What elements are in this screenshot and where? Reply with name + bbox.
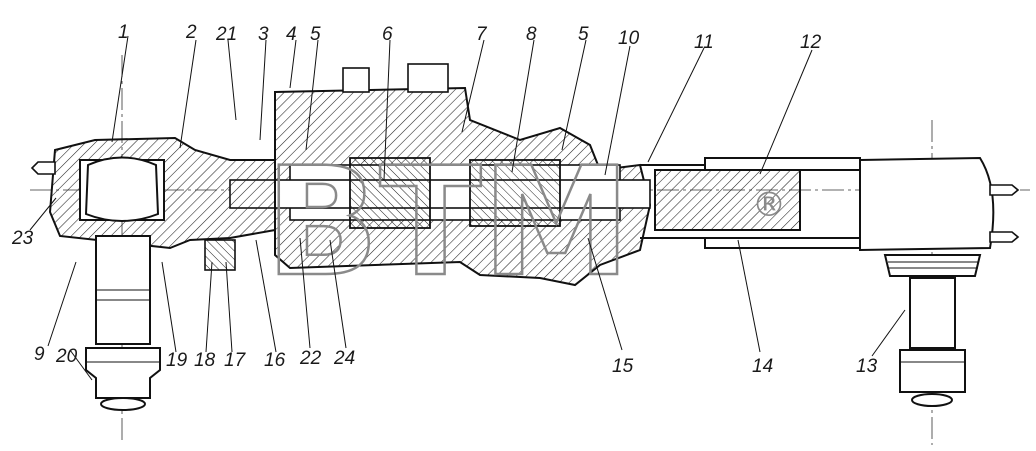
label-5-right: 5 — [578, 24, 589, 45]
label-17: 17 — [224, 350, 247, 371]
label-2: 2 — [185, 22, 197, 43]
label-24: 24 — [333, 348, 355, 369]
right-tie-rod — [640, 157, 861, 249]
grease-fittings-right — [989, 184, 1020, 243]
piston — [349, 157, 431, 229]
label-9: 9 — [34, 344, 45, 365]
label-16: 16 — [264, 350, 286, 371]
label-23: 23 — [11, 228, 34, 249]
label-3: 3 — [258, 24, 269, 45]
label-8: 8 — [526, 24, 537, 45]
label-20: 20 — [55, 346, 78, 367]
top-boss-right — [407, 63, 449, 93]
label-15: 15 — [612, 356, 634, 377]
top-boss-left — [342, 67, 370, 93]
right-tie-rod-end — [859, 156, 995, 407]
label-14: 14 — [752, 356, 773, 377]
label-7: 7 — [476, 24, 488, 45]
label-22: 22 — [299, 348, 322, 369]
label-13: 13 — [856, 356, 878, 377]
label-10: 10 — [618, 28, 640, 49]
piston-rod — [229, 179, 651, 209]
label-18: 18 — [194, 350, 216, 371]
label-19: 19 — [166, 350, 188, 371]
left-tie-rod-end — [48, 136, 276, 411]
part-number-labels: 1 2 21 3 4 5 6 7 8 5 10 11 12 23 9 20 19… — [11, 22, 878, 377]
watermark-registered-icon: ® — [752, 185, 786, 225]
label-11: 11 — [694, 32, 714, 53]
label-4: 4 — [286, 24, 297, 45]
valve-spool — [469, 159, 561, 227]
label-12: 12 — [800, 32, 822, 53]
leader-lines — [29, 35, 906, 381]
label-1: 1 — [118, 22, 129, 43]
grease-fitting-left — [30, 161, 56, 175]
label-6: 6 — [382, 24, 393, 45]
watermark-logo: BTM — [265, 136, 631, 310]
collar-17 — [204, 239, 236, 271]
label-21: 21 — [215, 24, 237, 45]
label-5-left: 5 — [310, 24, 321, 45]
